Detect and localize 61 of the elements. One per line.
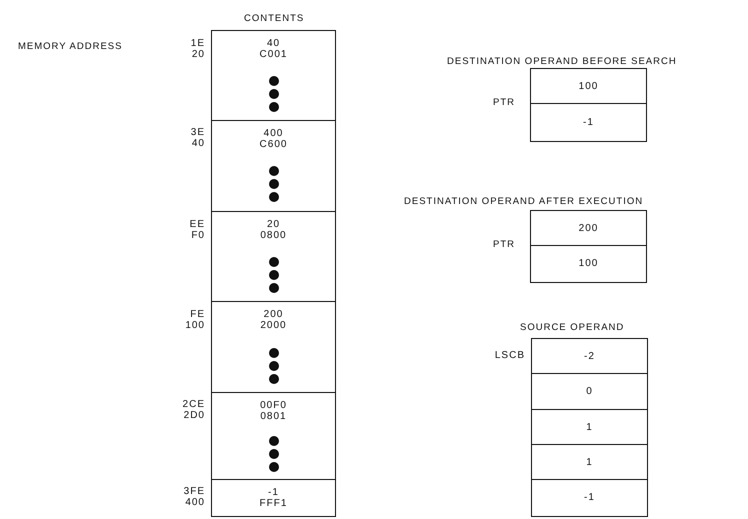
cell-value: 0	[586, 386, 593, 398]
memory-gap-cell	[211, 67, 336, 122]
memory-cell	[211, 479, 336, 516]
cell-value: 00F0	[260, 400, 287, 411]
address-label: 40	[190, 138, 205, 149]
heading-text: DESTINATION OPERAND BEFORE SEARCH	[447, 56, 677, 67]
operand-cell	[530, 210, 647, 246]
operand-cell	[530, 245, 647, 282]
heading-text: SOURCE OPERAND	[520, 322, 624, 333]
address-label: 2D0	[182, 410, 205, 421]
memory-cell	[211, 211, 336, 250]
cell-value: 0801	[260, 410, 287, 422]
memory-gap-cell	[211, 428, 336, 480]
address-label: FE	[189, 308, 205, 320]
memory-cell	[211, 120, 336, 158]
operand-cell	[530, 103, 647, 142]
address-label: 100	[184, 320, 205, 330]
cell-value: 1	[586, 422, 593, 433]
operand-cell	[531, 338, 648, 374]
cell-value: -1	[268, 486, 279, 498]
address-label: EE	[188, 218, 205, 230]
pointer-label: PTR	[493, 239, 515, 250]
memory-cell	[211, 392, 336, 430]
address-label: 400	[184, 497, 205, 508]
address-label: 20	[190, 48, 205, 60]
heading-text: DESTINATION OPERAND AFTER EXECUTION	[404, 196, 644, 207]
operand-cell	[531, 444, 648, 480]
cell-value: 100	[578, 258, 598, 270]
operand-cell	[530, 68, 647, 104]
cell-value: 200	[578, 222, 598, 234]
address-label: 3FE	[182, 486, 205, 497]
cell-value: 40	[266, 38, 280, 50]
cell-value: 20	[266, 219, 280, 230]
heading-text: CONTENTS	[244, 13, 304, 24]
pointer-label: PTR	[493, 97, 515, 108]
memory-gap-cell	[211, 338, 336, 394]
cell-value: FFF1	[260, 498, 288, 509]
memory-gap-cell	[211, 248, 336, 302]
cell-value: 0800	[260, 230, 287, 242]
memory-cell	[211, 30, 336, 68]
cell-value: C600	[260, 138, 288, 150]
heading-text: MEMORY ADDRESS	[18, 41, 122, 52]
address-label: 1E	[190, 38, 205, 48]
memory-cell	[211, 301, 336, 340]
cell-value: 400	[264, 128, 284, 139]
cell-value: C001	[260, 49, 288, 60]
address-label: 2CE	[182, 399, 205, 410]
memory-gap-cell	[211, 156, 336, 212]
address-label: 3E	[190, 127, 205, 138]
address-label: F0	[190, 230, 205, 240]
cell-value: 1	[586, 456, 593, 468]
cell-value: -2	[584, 350, 595, 362]
cell-value: 100	[578, 80, 598, 92]
cell-value: -1	[584, 492, 595, 504]
operand-cell	[531, 479, 648, 516]
operand-cell	[531, 373, 648, 410]
operand-cell	[531, 409, 648, 446]
cell-value: -1	[583, 116, 594, 128]
cell-value: 2000	[260, 320, 287, 332]
pointer-label: LSCB	[494, 350, 525, 360]
cell-value: 200	[264, 309, 284, 320]
